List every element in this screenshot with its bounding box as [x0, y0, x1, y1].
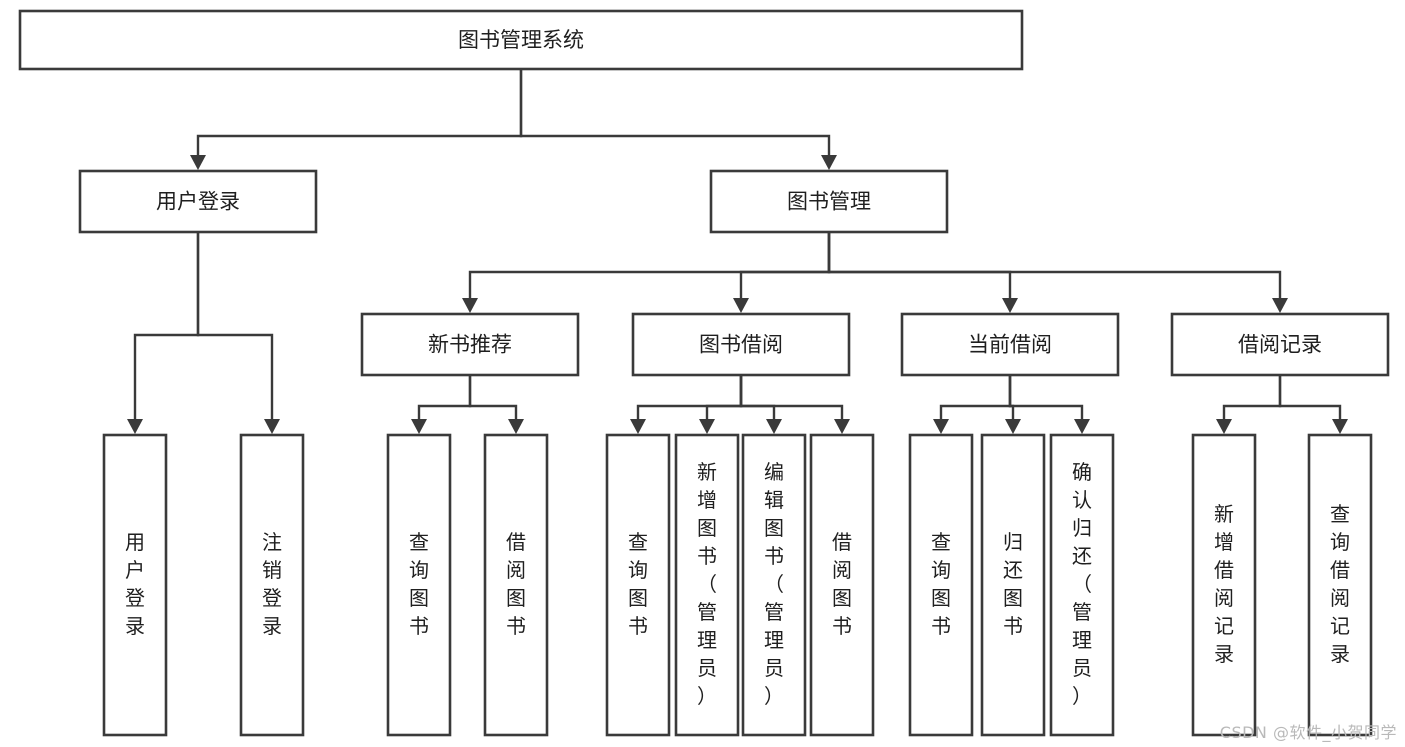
node-label: 用户登录	[156, 190, 240, 214]
arrow-head-icon	[508, 419, 524, 434]
arrow-head-icon	[630, 419, 646, 434]
node-box[interactable]	[709, 169, 949, 234]
arrow-head-icon	[190, 155, 206, 170]
arrow-head-icon	[127, 419, 143, 434]
edge-current-borrow-to-leaf-cb-confirm	[1008, 375, 1090, 434]
node-box[interactable]	[18, 9, 1024, 71]
node-label: 新书推荐	[428, 333, 512, 357]
arrow-head-icon	[1002, 298, 1018, 313]
node-label: 图书管理	[787, 190, 871, 214]
node-box[interactable]	[980, 433, 1046, 737]
node-box[interactable]	[1307, 433, 1373, 737]
node-leaf-cb-query[interactable]: 查询图书	[908, 433, 974, 737]
node-box[interactable]	[1170, 312, 1390, 377]
node-borrow-record[interactable]: 借阅记录	[1170, 312, 1390, 377]
edge-book-manage-to-book-borrow	[733, 232, 831, 313]
node-label: 图书管理系统	[458, 28, 584, 52]
node-book-borrow[interactable]: 图书借阅	[631, 312, 851, 377]
node-leaf-rec-query[interactable]: 查询图书	[386, 433, 452, 737]
edge-book-borrow-to-leaf-bb-add	[699, 375, 743, 434]
node-box[interactable]	[631, 312, 851, 377]
node-leaf-bb-borrow[interactable]: 借阅图书	[809, 433, 875, 737]
node-label: 查询图书	[409, 530, 429, 638]
node-label: 借阅图书	[506, 530, 526, 638]
edge-user-login-to-leaf-user-logout	[196, 232, 280, 434]
node-leaf-bb-add[interactable]: 新增图书（管理员）	[674, 433, 740, 737]
node-box[interactable]	[900, 312, 1120, 377]
node-box[interactable]	[102, 433, 168, 737]
node-label: 查询图书	[931, 530, 951, 638]
edge-new-book-rec-to-leaf-rec-query	[411, 375, 472, 434]
node-label: 用户登录	[125, 530, 145, 638]
node-layer: 图书管理系统用户登录图书管理新书推荐图书借阅当前借阅借阅记录用户登录注销登录查询…	[18, 9, 1390, 737]
node-current-borrow[interactable]: 当前借阅	[900, 312, 1120, 377]
node-box[interactable]	[605, 433, 671, 737]
node-label: 借阅记录	[1238, 333, 1322, 357]
edge-current-borrow-to-leaf-cb-query	[933, 375, 1012, 434]
node-leaf-user-logout[interactable]: 注销登录	[239, 433, 305, 737]
node-label: 新增借阅记录	[1214, 502, 1234, 666]
node-leaf-br-query[interactable]: 查询借阅记录	[1307, 433, 1373, 737]
node-label: 编辑图书（管理员）	[764, 460, 784, 708]
edge-root-to-user-login	[190, 69, 523, 170]
node-new-book-rec[interactable]: 新书推荐	[360, 312, 580, 377]
node-box[interactable]	[674, 433, 740, 737]
arrow-head-icon	[1332, 419, 1348, 434]
arrow-head-icon	[1216, 419, 1232, 434]
node-box[interactable]	[360, 312, 580, 377]
node-box[interactable]	[1191, 433, 1257, 737]
node-leaf-br-add[interactable]: 新增借阅记录	[1191, 433, 1257, 737]
arrow-head-icon	[821, 155, 837, 170]
node-root[interactable]: 图书管理系统	[18, 9, 1024, 71]
node-box[interactable]	[741, 433, 807, 737]
edge-new-book-rec-to-leaf-rec-borrow	[468, 375, 524, 434]
arrow-head-icon	[834, 419, 850, 434]
arrow-head-icon	[462, 298, 478, 313]
edge-borrow-record-to-leaf-br-add	[1216, 375, 1282, 434]
edge-book-borrow-to-leaf-bb-query	[630, 375, 743, 434]
edge-book-borrow-to-leaf-bb-borrow	[739, 375, 850, 434]
node-label: 归还图书	[1003, 530, 1023, 638]
arrow-head-icon	[264, 419, 280, 434]
node-box[interactable]	[1049, 433, 1115, 737]
arrow-head-icon	[411, 419, 427, 434]
edge-borrow-record-to-leaf-br-query	[1278, 375, 1348, 434]
node-leaf-bb-edit[interactable]: 编辑图书（管理员）	[741, 433, 807, 737]
node-label: 当前借阅	[968, 333, 1052, 357]
arrow-head-icon	[1074, 419, 1090, 434]
node-box[interactable]	[386, 433, 452, 737]
edge-book-manage-to-borrow-record	[827, 232, 1288, 313]
node-box[interactable]	[239, 433, 305, 737]
node-label: 借阅图书	[832, 530, 852, 638]
node-book-manage[interactable]: 图书管理	[709, 169, 949, 234]
edge-current-borrow-to-leaf-cb-return	[1005, 375, 1021, 434]
node-leaf-cb-confirm[interactable]: 确认归还（管理员）	[1049, 433, 1115, 737]
node-leaf-cb-return[interactable]: 归还图书	[980, 433, 1046, 737]
edge-root-to-book-manage	[519, 69, 837, 170]
arrow-head-icon	[933, 419, 949, 434]
node-leaf-rec-borrow[interactable]: 借阅图书	[483, 433, 549, 737]
arrow-head-icon	[766, 419, 782, 434]
arrow-head-icon	[733, 298, 749, 313]
node-label: 注销登录	[262, 530, 282, 638]
edge-book-borrow-to-leaf-bb-edit	[739, 375, 782, 434]
node-label: 确认归还（管理员）	[1072, 460, 1092, 708]
node-user-login[interactable]: 用户登录	[78, 169, 318, 234]
node-leaf-user-login[interactable]: 用户登录	[102, 433, 168, 737]
node-label: 查询借阅记录	[1330, 502, 1350, 666]
arrow-head-icon	[1272, 298, 1288, 313]
edge-user-login-to-leaf-user-login	[127, 232, 200, 434]
arrow-head-icon	[699, 419, 715, 434]
node-leaf-bb-query[interactable]: 查询图书	[605, 433, 671, 737]
node-box[interactable]	[78, 169, 318, 234]
node-label: 查询图书	[628, 530, 648, 638]
edge-layer	[127, 69, 1348, 434]
node-box[interactable]	[908, 433, 974, 737]
node-box[interactable]	[809, 433, 875, 737]
arrow-head-icon	[1005, 419, 1021, 434]
node-label: 图书借阅	[699, 333, 783, 357]
node-box[interactable]	[483, 433, 549, 737]
node-label: 新增图书（管理员）	[697, 460, 717, 708]
